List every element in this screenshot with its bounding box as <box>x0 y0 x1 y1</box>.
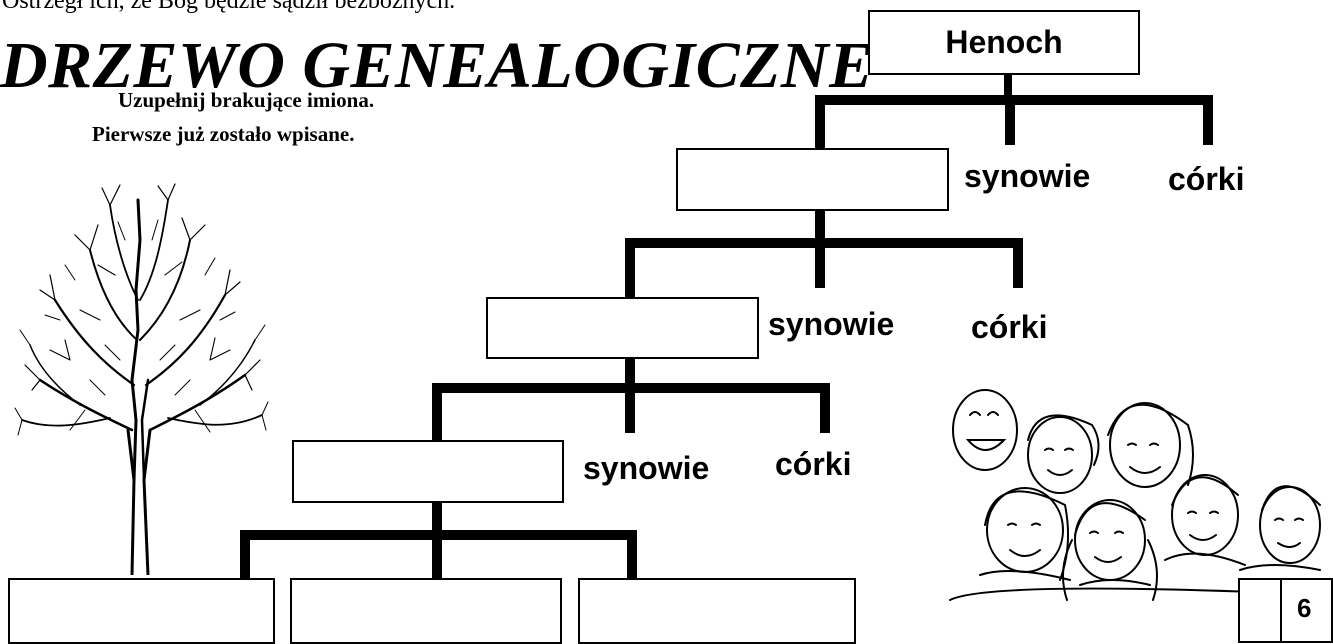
last-row-name-field-3[interactable] <box>578 578 856 644</box>
generation-1-sons-label: synowie <box>964 158 1091 194</box>
bare-tree-icon <box>14 183 269 575</box>
generation-2-daughters-label: córki <box>971 309 1048 345</box>
instruction-line-1: Uzupełnij brakujące imiona. <box>118 88 375 112</box>
page-number: 6 <box>1297 593 1312 623</box>
group-of-children-icon <box>949 389 1331 601</box>
generation-3-sons-label: synowie <box>583 450 710 486</box>
generation-3-name-field[interactable] <box>292 440 564 503</box>
instruction-line-2: Pierwsze już zostało wpisane. <box>92 122 355 146</box>
last-row-name-field-2[interactable] <box>290 578 562 644</box>
last-row-name-field-1[interactable] <box>8 578 275 644</box>
root-name-box: Henoch <box>868 10 1140 75</box>
root-name: Henoch <box>945 24 1063 60</box>
generation-1-daughters-label: córki <box>1168 161 1245 197</box>
generation-3-daughters-label: córki <box>775 446 852 482</box>
page-title: DRZEWO GENEALOGICZNE <box>0 29 874 102</box>
generation-2-sons-label: synowie <box>768 306 895 342</box>
generation-1-name-field[interactable] <box>676 148 949 211</box>
generation-2-name-field[interactable] <box>486 297 759 359</box>
page-number-box <box>1238 578 1333 643</box>
verse-text: Ostrzegł ich, że Bóg będzie sądził bezbo… <box>2 0 456 14</box>
